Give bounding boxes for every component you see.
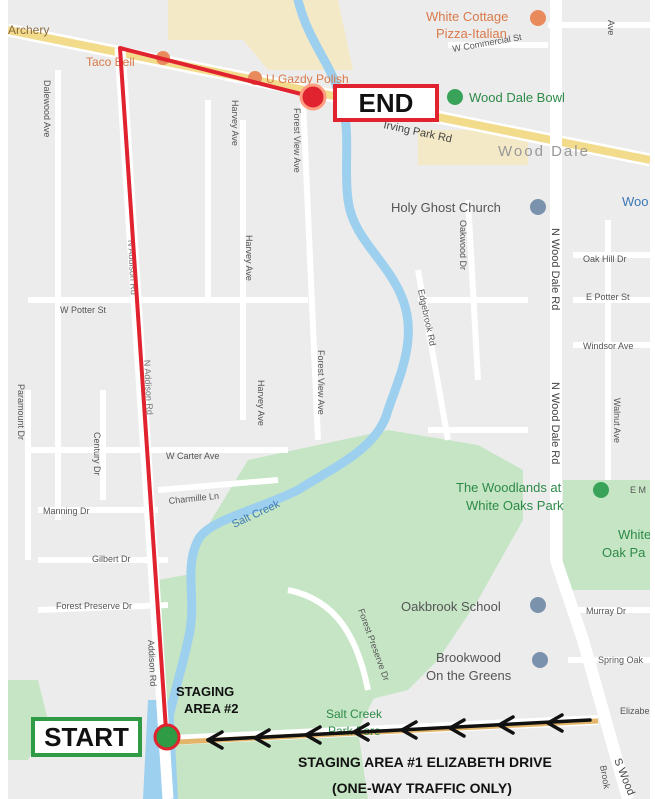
poi-woodlands-line1: The Woodlands at [456, 480, 562, 495]
poi-taco-bell: Taco Bell [86, 55, 135, 69]
place-icon [532, 652, 548, 668]
poi-white-cottage-line2: Pizza-Italian [436, 26, 507, 41]
street-map[interactable]: W Commercial St Irving Park Rd Dalewood … [8, 0, 650, 799]
poi-brookwood-line2: On the Greens [426, 668, 512, 683]
arrow-head-icon [546, 713, 564, 733]
street-label-windsor: Windsor Ave [583, 341, 633, 351]
end-label-box: END [333, 84, 439, 122]
poi-white-oak-line2: Oak Pa [602, 545, 646, 560]
church-icon [530, 199, 546, 215]
one-way-arrows [206, 713, 592, 750]
street-label-e-potter: E Potter St [586, 292, 630, 302]
street-label-forest-preserve: Forest Preserve Dr [56, 601, 132, 611]
poi-holy-ghost: Holy Ghost Church [391, 200, 501, 215]
street-label-harvey-2: Harvey Ave [244, 235, 254, 281]
poi-woo: Woo [622, 194, 649, 209]
street-label-addison-rd: Addison Rd [146, 640, 158, 687]
staging-area-1-label: STAGING AREA #1 ELIZABETH DRIVE [298, 754, 552, 770]
race-route-line [118, 46, 314, 731]
arrow-head-icon [304, 725, 322, 745]
street-label-spring-oak: Spring Oak [598, 655, 644, 665]
street-label-elizabeth: Elizabe [620, 706, 650, 716]
start-label-box: START [31, 717, 142, 757]
poi-woodlands-line2: White Oaks Park [466, 498, 564, 513]
street-label-w-carter: W Carter Ave [166, 451, 219, 461]
street-label-forest-view-1: Forest View Ave [292, 108, 302, 173]
street-label-walnut: Walnut Ave [612, 398, 622, 443]
street-label-oak-hill: Oak Hill Dr [583, 254, 627, 264]
arrow-head-icon [352, 722, 370, 742]
staging-area-2-line2: AREA #2 [184, 701, 238, 716]
arrow-head-icon [448, 718, 466, 738]
street-label-e-m: E M [630, 485, 646, 495]
n-wood-dale-road [550, 0, 634, 799]
street-label-brook: Brook [598, 765, 612, 790]
street-label-manning: Manning Dr [43, 506, 90, 516]
end-marker[interactable] [299, 83, 327, 111]
street-label-murray: Murray Dr [586, 606, 626, 616]
end-label: END [358, 87, 414, 118]
street-label-dalewood: Dalewood Ave [42, 80, 52, 137]
arrow-head-icon [206, 730, 224, 750]
poi-u-gazdy: U Gazdy Polish [266, 72, 349, 86]
street-label-forest-view-2: Forest View Ave [316, 350, 326, 415]
street-label-ave-top: Ave [606, 20, 616, 35]
street-label-w-potter: W Potter St [60, 305, 107, 315]
poi-salt-creek-forest: Salt Creek [326, 707, 383, 721]
salt-creek-water [153, 0, 413, 799]
poi-oakbrook-school: Oakbrook School [401, 599, 501, 614]
poi-wood-dale: Wood Dale [498, 143, 590, 160]
poi-white-cottage-line1: White Cottage [426, 9, 508, 24]
poi-archery: Archery [8, 23, 49, 37]
poi-wood-dale-bowl: Wood Dale Bowl [469, 90, 565, 105]
street-label-gilbert: Gilbert Dr [92, 554, 131, 564]
oak-park-area [563, 480, 650, 590]
street-label-harvey-1: Harvey Ave [230, 100, 240, 146]
street-label-n-wood-dale-1: N Wood Dale Rd [549, 228, 561, 310]
street-label-n-wood-dale-2: N Wood Dale Rd [549, 382, 561, 464]
street-label-century: Century Dr [92, 432, 102, 476]
street-label-paramount: Paramount Dr [16, 384, 26, 440]
start-marker[interactable] [153, 723, 181, 751]
restaurant-icon [530, 10, 546, 26]
arrow-head-icon [400, 720, 418, 740]
arrow-head-icon [253, 728, 271, 748]
street-label-harvey-3: Harvey Ave [256, 380, 266, 426]
poi-brookwood-line1: Brookwood [436, 650, 501, 665]
poi-white-oak-line1: White [618, 527, 650, 542]
bowling-pin-icon [447, 89, 463, 105]
one-way-arrow-shaft [206, 718, 592, 742]
minor-streets [25, 22, 650, 691]
park-icon [593, 482, 609, 498]
street-label-oakwood: Oakwood Dr [458, 220, 468, 270]
start-label: START [44, 721, 129, 752]
school-icon [530, 597, 546, 613]
arrow-head-icon [497, 715, 515, 735]
staging-area-2-line1: STAGING [176, 684, 234, 699]
commercial-area-east [418, 130, 528, 165]
one-way-traffic-note: (ONE-WAY TRAFFIC ONLY) [332, 780, 512, 796]
